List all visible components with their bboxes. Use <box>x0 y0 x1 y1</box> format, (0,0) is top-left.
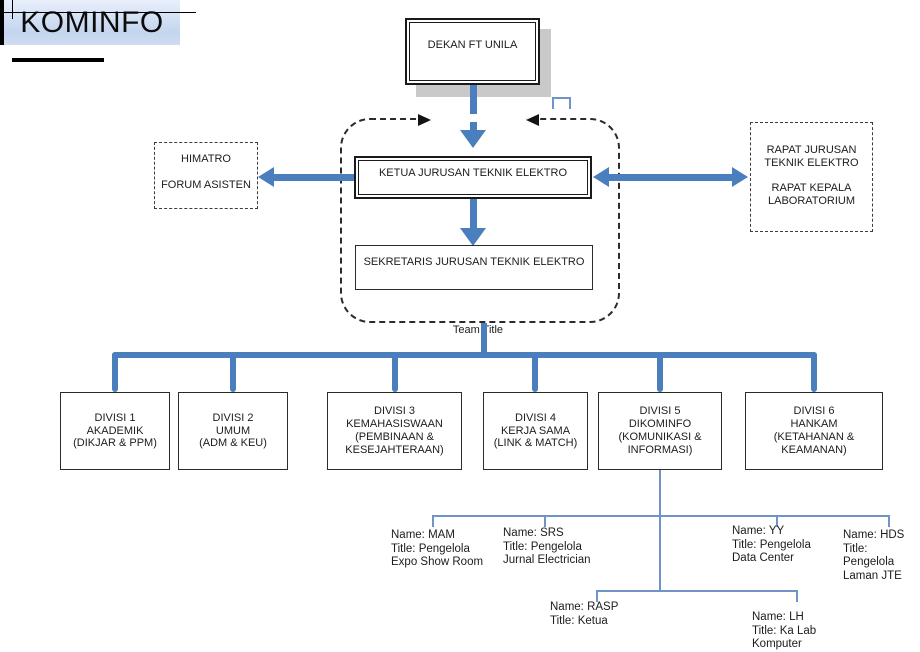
tree-drop-divisi-3 <box>392 352 398 392</box>
tree-drop-divisi-5 <box>657 352 663 392</box>
member-tick-mam <box>432 515 434 527</box>
dekan-node: DEKAN FT UNILA <box>405 18 540 85</box>
arrowhead-down-icon <box>460 228 486 246</box>
arrowhead-down-icon <box>460 130 486 148</box>
divisi-3-node: DIVISI 3 KEMAHASISWAAN (PEMBINAAN & KESE… <box>327 392 462 470</box>
himatro-node: HIMATRO FORUM ASISTEN <box>154 142 258 209</box>
connector-ketua-himatro <box>272 174 355 181</box>
team-frame <box>340 118 620 323</box>
arrowhead-right-icon <box>732 167 748 187</box>
member-label-srs: Name: SRS Title: Pengelola Jurnal Electr… <box>503 527 591 566</box>
crop-mark-vertical <box>12 0 13 19</box>
sekretaris-node: SEKRETARIS JURUSAN TEKNIK ELEKTRO <box>355 245 593 290</box>
dashed-arrow-right-icon <box>418 114 431 126</box>
connector-dekan-ketua <box>470 85 477 132</box>
team-frame-gap <box>428 114 526 122</box>
member-label-mam: Name: MAM Title: Pengelola Expo Show Roo… <box>391 529 484 568</box>
member-tick-srs <box>544 515 546 527</box>
divisi-6-node: DIVISI 6 HANKAM (KETAHANAN & KEAMANAN) <box>745 392 883 470</box>
tree-drop-divisi-6 <box>811 352 817 392</box>
arrowhead-left-icon <box>593 167 609 187</box>
dashed-arrow-left-icon <box>526 114 539 126</box>
tree-drop-divisi-2 <box>230 352 236 392</box>
rapat-node: RAPAT JURUSAN TEKNIK ELEKTRO RAPAT KEPAL… <box>750 122 873 232</box>
member-label-rasp: Name: RASP Title: Ketua <box>550 601 619 627</box>
team-title-label: Team Title <box>452 324 504 336</box>
arrowhead-left-icon <box>258 167 274 187</box>
crop-mark-horizontal <box>0 12 196 13</box>
tree-drop-divisi-4 <box>532 352 538 392</box>
divisi-1-node: DIVISI 1 AKADEMIK (DIKJAR & PPM) <box>60 392 170 470</box>
member-tick-hds <box>888 515 890 527</box>
member-label-yy: Name: YY Title: Pengelola Data Center <box>732 525 811 564</box>
connector-team-drop <box>481 323 487 355</box>
connector-ketua-sekretaris <box>470 199 477 230</box>
divisi-4-node: DIVISI 4 KERJA SAMA (LINK & MATCH) <box>483 392 588 470</box>
member-tree-rail-2 <box>596 590 798 592</box>
divisi-5-node: DIVISI 5 DIKOMINFO (KOMUNIKASI & INFORMA… <box>598 392 722 470</box>
tree-drop-divisi-1 <box>112 352 118 392</box>
connector-ketua-rapat <box>606 174 734 181</box>
member-label-hds: Name: HDS Title: Pengelola Laman JTE <box>843 529 905 582</box>
tree-rail <box>112 352 817 358</box>
ketua-node: KETUA JURUSAN TEKNIK ELEKTRO <box>354 156 592 199</box>
bracket-icon <box>552 97 571 109</box>
member-tree-rail-1 <box>432 515 890 517</box>
member-label-lh: Name: LH Title: Ka Lab Komputer <box>752 611 817 650</box>
member-tree-trunk <box>659 470 661 590</box>
member-tick-rasp <box>596 590 598 602</box>
title-underline <box>12 58 104 62</box>
page-title: KOMINFO <box>0 0 180 45</box>
member-tick-lh <box>796 590 798 602</box>
divisi-2-node: DIVISI 2 UMUM (ADM & KEU) <box>178 392 288 470</box>
member-tick-yy <box>776 515 778 527</box>
